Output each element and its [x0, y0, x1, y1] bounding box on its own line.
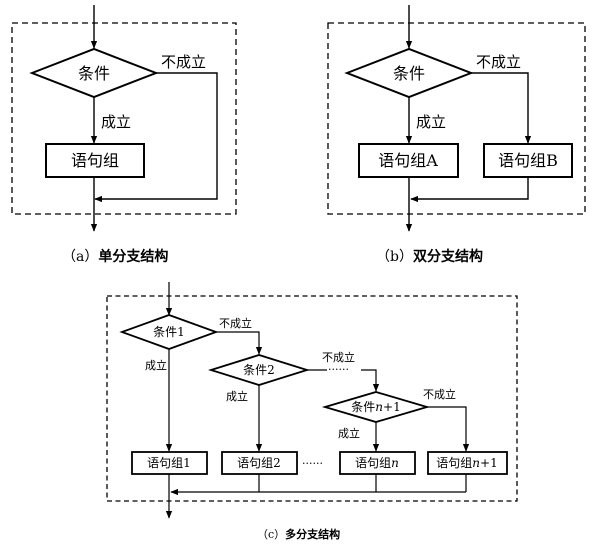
statement-block-a: [45, 143, 145, 178]
yes-label-a: 成立: [101, 113, 131, 131]
no-label-cn: 不成立: [423, 387, 456, 401]
no-path-b: [471, 72, 532, 144]
condition-label-a: 条件: [78, 64, 110, 83]
statement-label-cn1-base: 语句组: [436, 456, 472, 470]
statement-label-c2: 语句组2: [237, 456, 281, 470]
diagram-single-branch: 条件 成立 不成立 语句组 （a）单分支结构: [11, 5, 237, 265]
condition-n1-base: 条件: [351, 400, 375, 414]
statement-label-cn-var: n: [391, 456, 399, 470]
no-path-cn: [427, 406, 470, 452]
condition-label-b: 条件: [393, 64, 425, 83]
statement-block-b-b: [483, 143, 573, 178]
no-path-a: [94, 72, 218, 203]
merge-path-b: [410, 177, 529, 203]
diagram-double-branch: 条件 成立 不成立 语句组A 语句组B （b）双分支结构: [327, 5, 586, 265]
yes-label-b: 成立: [416, 113, 446, 131]
statement-block-a-b: [358, 143, 459, 178]
condition1-label: 条件1: [153, 325, 185, 339]
statement-label-a-b: 语句组A: [378, 151, 438, 170]
caption-c: （c）多分支结构: [257, 527, 340, 541]
caption-c-title: 多分支结构: [285, 527, 340, 541]
no-label-b: 不成立: [476, 53, 521, 71]
statement-label-cn: 语句组n: [355, 456, 399, 470]
statement-label-c1: 语句组1: [147, 456, 191, 470]
statement-label-cn1-var: n: [472, 456, 480, 470]
no-path-c2-tail: [361, 369, 380, 392]
caption-a-title: 单分支结构: [98, 248, 168, 265]
dots-c2: ······: [328, 363, 349, 376]
statement-label-cn-base: 语句组: [355, 456, 391, 470]
condition-n1-var: n: [375, 400, 383, 414]
caption-b-title: 双分支结构: [413, 248, 483, 265]
no-label-a: 不成立: [161, 53, 206, 71]
condition2-label: 条件2: [243, 363, 275, 377]
caption-a-prefix: （a）: [62, 249, 98, 265]
dashed-frame-b: [327, 22, 586, 215]
caption-b: （b）双分支结构: [376, 248, 483, 265]
statement-label-cn1: 语句组n+1: [436, 456, 497, 470]
caption-b-prefix: （b）: [376, 249, 413, 265]
condition-n1-label: 条件n+1: [351, 400, 400, 414]
statement-label-b-b: 语句组B: [498, 151, 558, 170]
dashed-frame-a: [11, 22, 237, 215]
yes-label-c2: 成立: [226, 389, 248, 403]
statement-label-cn1-suffix: +1: [480, 456, 498, 470]
no-label-c2: 不成立: [322, 350, 355, 364]
yes-label-cn: 成立: [338, 426, 360, 440]
yes-label-c1: 成立: [145, 358, 167, 372]
caption-a: （a）单分支结构: [62, 248, 168, 265]
dots-blocks: ······: [302, 457, 323, 470]
statement-block-cn: [339, 451, 416, 475]
statement-block-cn1: [427, 451, 508, 475]
statement-label-a: 语句组: [71, 151, 119, 170]
diagram-multi-branch: 条件1 不成立 成立 条件2 不成立 ······ 成立 条件n+1 不成立 成…: [106, 282, 518, 541]
no-path-c1: [216, 331, 263, 355]
condition-n1-suffix: +1: [383, 400, 401, 414]
caption-c-prefix: （c）: [257, 528, 285, 541]
no-label-c1: 不成立: [219, 316, 252, 330]
dashed-frame-c: [106, 295, 518, 502]
